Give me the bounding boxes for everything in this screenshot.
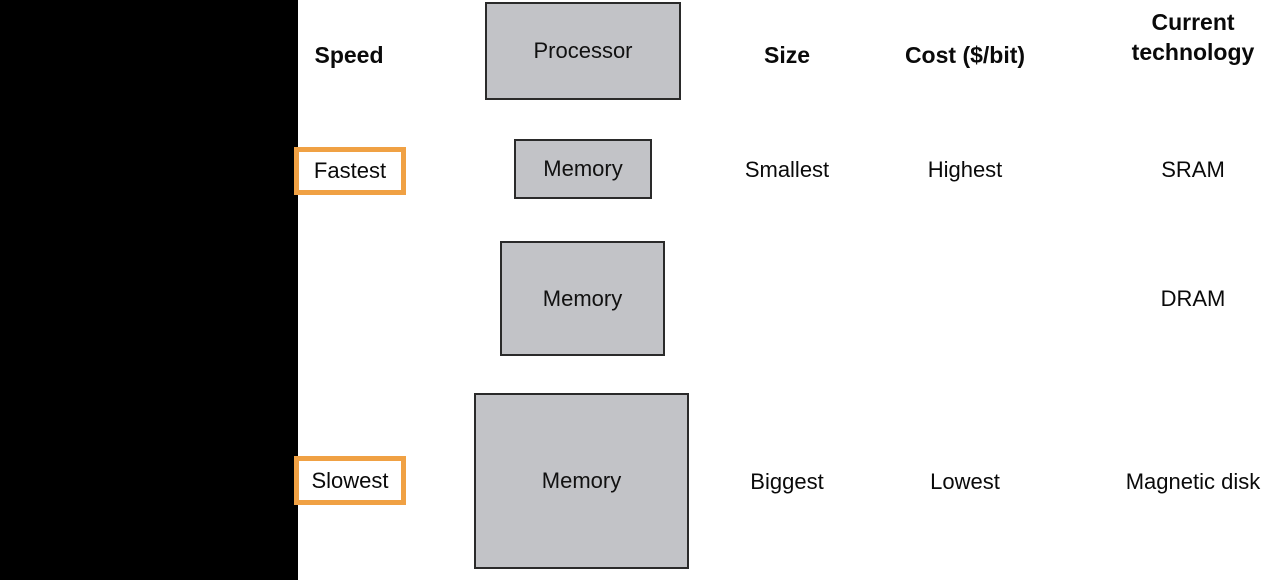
speed-highlight-slowest: Slowest — [294, 456, 406, 505]
speed-highlight-slowest-label: Slowest — [311, 467, 389, 493]
memory-box-level-2: Memory — [500, 241, 665, 356]
size-value-level-1: Smallest — [744, 157, 830, 182]
speed-highlight-fastest-label: Fastest — [313, 158, 387, 183]
column-header-cost: Cost ($/bit) — [904, 42, 1026, 68]
speed-highlight-fastest: Fastest — [294, 147, 406, 195]
left-black-panel — [0, 0, 298, 580]
cost-value-level-3: Lowest — [930, 469, 1000, 494]
memory-box-level-2-label: Memory — [542, 285, 623, 311]
memory-box-level-3-label: Memory — [541, 468, 622, 493]
memory-box-level-1-label: Memory — [543, 156, 623, 181]
column-header-size: Size — [763, 42, 811, 68]
column-header-speed: Speed — [314, 42, 384, 68]
size-value-level-3: Biggest — [750, 469, 824, 494]
cost-value-level-1: Highest — [927, 157, 1003, 182]
technology-value-level-3: Magnetic disk — [1125, 469, 1261, 494]
technology-value-level-2: DRAM — [1160, 286, 1226, 311]
memory-box-level-3: Memory — [474, 393, 689, 569]
processor-box-label: Processor — [533, 38, 633, 63]
column-header-current-technology: Current technology — [1100, 7, 1280, 67]
column-header-current-technology-line2: technology — [1131, 39, 1255, 65]
technology-value-level-1: SRAM — [1161, 157, 1225, 182]
column-header-current-technology-line1: Current — [1151, 9, 1235, 35]
processor-box: Processor — [485, 2, 681, 100]
memory-box-level-1: Memory — [514, 139, 652, 199]
